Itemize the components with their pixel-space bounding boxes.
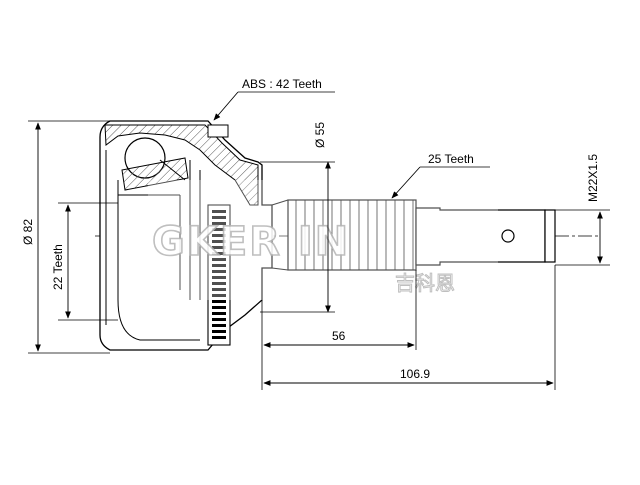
dim-thread: M22X1.5 xyxy=(555,154,610,266)
abs-tone-ring xyxy=(207,204,231,346)
threaded-stub xyxy=(415,207,556,266)
abs-tooth xyxy=(212,330,226,333)
dim-outer-diameter: Ø 82 xyxy=(21,120,110,354)
label-seal-diameter: Ø 55 xyxy=(313,122,327,148)
callout-abs: ABS : 42 Teeth xyxy=(213,77,335,121)
abs-tooth xyxy=(212,252,226,255)
label-length-56: 56 xyxy=(332,329,346,343)
abs-tooth xyxy=(212,300,226,303)
label-spline-outer: 25 Teeth xyxy=(428,152,474,166)
watermark-brand: GKER IN xyxy=(152,219,350,265)
abs-tooth xyxy=(212,324,226,327)
abs-tooth xyxy=(212,246,226,249)
abs-tooth xyxy=(212,294,226,297)
callout-spline-outer: 25 Teeth xyxy=(391,152,490,199)
dim-length-56: 56 xyxy=(261,270,417,390)
abs-tooth xyxy=(212,288,226,291)
label-abs: ABS : 42 Teeth xyxy=(242,77,322,91)
abs-tooth xyxy=(212,282,226,285)
abs-tooth xyxy=(212,258,226,261)
dim-inner-spline: 22 Teeth xyxy=(51,202,118,321)
abs-tooth xyxy=(212,312,226,315)
abs-tooth xyxy=(212,276,226,279)
abs-tooth xyxy=(212,270,226,273)
abs-tooth xyxy=(212,234,226,237)
abs-tooth xyxy=(212,240,226,243)
label-inner-spline: 22 Teeth xyxy=(51,244,65,290)
abs-tooth xyxy=(212,264,226,267)
spline-shaft xyxy=(287,199,417,271)
ball-cage xyxy=(121,137,189,191)
abs-tooth xyxy=(212,216,226,219)
abs-tooth xyxy=(212,306,226,309)
label-length-106: 106.9 xyxy=(400,367,430,381)
abs-collar xyxy=(207,124,229,138)
watermark: GKER IN 吉科恩 xyxy=(148,180,498,300)
label-thread: M22X1.5 xyxy=(586,154,600,202)
shaft-neck xyxy=(271,199,289,271)
dim-length-106: 106.9 xyxy=(263,265,556,390)
cotter-hole xyxy=(501,229,515,243)
abs-tooth xyxy=(212,336,226,339)
abs-tooth xyxy=(212,228,226,231)
label-outer-diameter: Ø 82 xyxy=(21,219,35,245)
abs-tooth xyxy=(212,210,226,213)
abs-tooth xyxy=(212,222,226,225)
watermark-chinese: 吉科恩 xyxy=(395,271,455,295)
dim-seal-diameter: Ø 55 xyxy=(260,122,335,313)
abs-tooth xyxy=(212,318,226,321)
